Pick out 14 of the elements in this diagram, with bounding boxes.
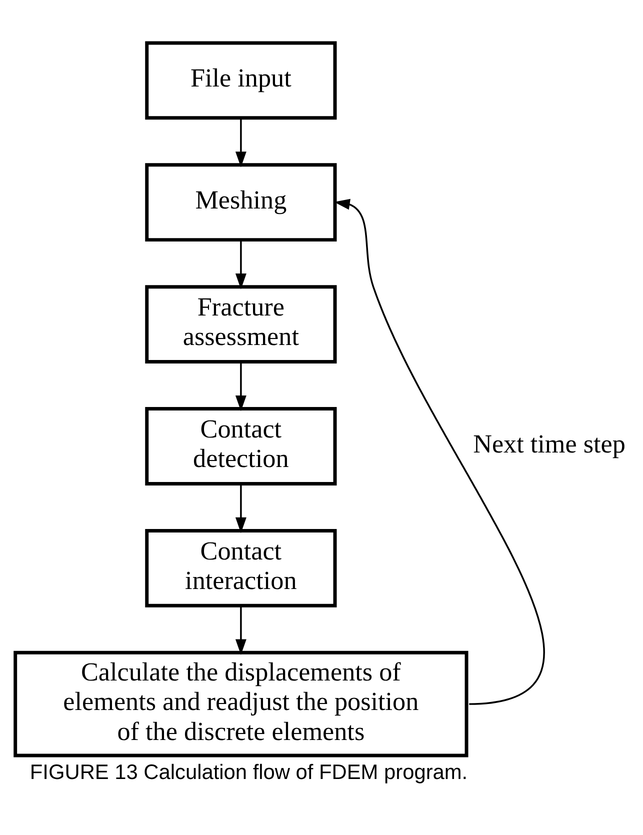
edge-label: Next time step	[473, 429, 626, 458]
arrow	[235, 606, 246, 655]
caption: FIGURE 13 Calculation flow of FDEM program.	[30, 761, 468, 784]
node-box: Contact detection	[145, 407, 337, 486]
arrow	[334, 198, 544, 705]
arrow	[235, 240, 246, 290]
node-box: File input	[145, 41, 337, 120]
arrow	[235, 362, 246, 412]
node-box: Meshing	[145, 163, 337, 242]
node-box: Calculate the displacements of elements and readjust the position of the discrete elements	[14, 650, 468, 758]
arrow	[235, 484, 246, 534]
node-box: Fracture assessment	[145, 285, 337, 364]
node-box: Contact interaction	[145, 528, 337, 608]
arrow	[235, 118, 246, 168]
